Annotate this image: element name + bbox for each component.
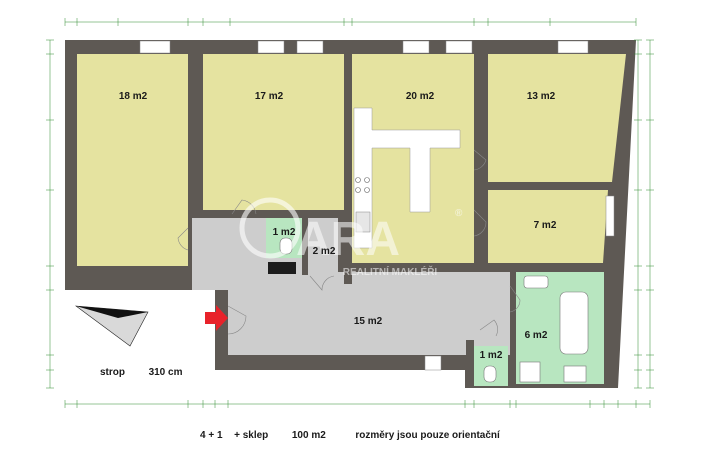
dimension-ticks <box>46 18 654 408</box>
room-label-18m2: 18 m2 <box>119 91 148 102</box>
stove-burner <box>355 187 361 193</box>
room-label-13m2: 13 m2 <box>527 91 556 102</box>
footer-layout: 4 + 1 <box>200 430 223 441</box>
door-swing <box>473 149 487 171</box>
bathtub <box>559 291 589 355</box>
dimension-lines <box>49 21 651 405</box>
ceiling-label: strop <box>100 367 125 378</box>
footer-summary: 4 + 1 + sklep 100 m2 rozměry jsou pouze … <box>200 430 500 441</box>
north-arrow-icon <box>74 305 149 347</box>
window <box>296 40 324 54</box>
entrance-arrow-icon <box>205 305 228 331</box>
door-swing <box>231 199 257 215</box>
door-swing <box>473 209 487 237</box>
door-swing <box>479 319 498 337</box>
room-7m2 <box>488 190 608 263</box>
door-swing <box>309 275 335 291</box>
toilet <box>483 365 497 383</box>
window <box>445 40 473 54</box>
window <box>605 195 615 237</box>
chimney <box>268 262 296 274</box>
room-label-7m2: 7 m2 <box>534 220 557 231</box>
window <box>257 40 285 54</box>
interior-wall <box>302 218 308 275</box>
door-swing <box>177 227 189 251</box>
svg-text:®: ® <box>455 208 463 219</box>
cabinet <box>563 365 587 383</box>
interior-wall <box>203 210 344 218</box>
interior-wall <box>344 54 352 284</box>
svg-text:REALITNÍ MAKLÉŘI: REALITNÍ MAKLÉŘI <box>343 265 438 278</box>
svg-text:ARA: ARA <box>296 213 400 266</box>
kitchen-counter <box>353 107 461 249</box>
room-label-1m2-upper: 1 m2 <box>273 227 296 238</box>
door-swing <box>227 305 247 335</box>
interior-wall <box>488 182 613 190</box>
interior-wall <box>188 54 203 218</box>
window <box>402 40 430 54</box>
interior-wall <box>474 54 488 272</box>
door-swing <box>509 285 521 313</box>
room-18m2 <box>77 54 188 266</box>
room-label-17m2: 17 m2 <box>255 91 284 102</box>
room-label-15m2: 15 m2 <box>354 316 383 327</box>
interior-wall <box>488 263 604 272</box>
watermark-logo: ARA ® REALITNÍ MAKLÉŘI <box>239 197 463 278</box>
window <box>557 40 589 54</box>
stove-burner <box>355 177 361 183</box>
washing-machine <box>519 361 541 383</box>
footer-note: rozměry jsou pouze orientační <box>355 430 500 441</box>
room-label-1m2-lower: 1 m2 <box>480 350 503 361</box>
ceiling-height: strop 310 cm <box>100 367 182 378</box>
window <box>424 355 442 371</box>
stove-burner <box>364 187 370 193</box>
bathroom-sink <box>523 275 549 289</box>
room-label-20m2: 20 m2 <box>406 91 435 102</box>
interior-wall <box>466 340 474 388</box>
kitchen-sink <box>355 211 371 233</box>
room-17m2 <box>203 54 344 216</box>
footer-extra: + sklep <box>234 430 269 441</box>
ceiling-value: 310 cm <box>148 367 183 378</box>
stove-burner <box>364 177 370 183</box>
footer-area: 100 m2 <box>291 430 326 441</box>
room-13m2 <box>488 54 626 182</box>
interior-wall <box>510 272 516 384</box>
room-label-6m2: 6 m2 <box>525 330 548 341</box>
room-label-2m2: 2 m2 <box>313 246 336 257</box>
window <box>139 40 171 54</box>
